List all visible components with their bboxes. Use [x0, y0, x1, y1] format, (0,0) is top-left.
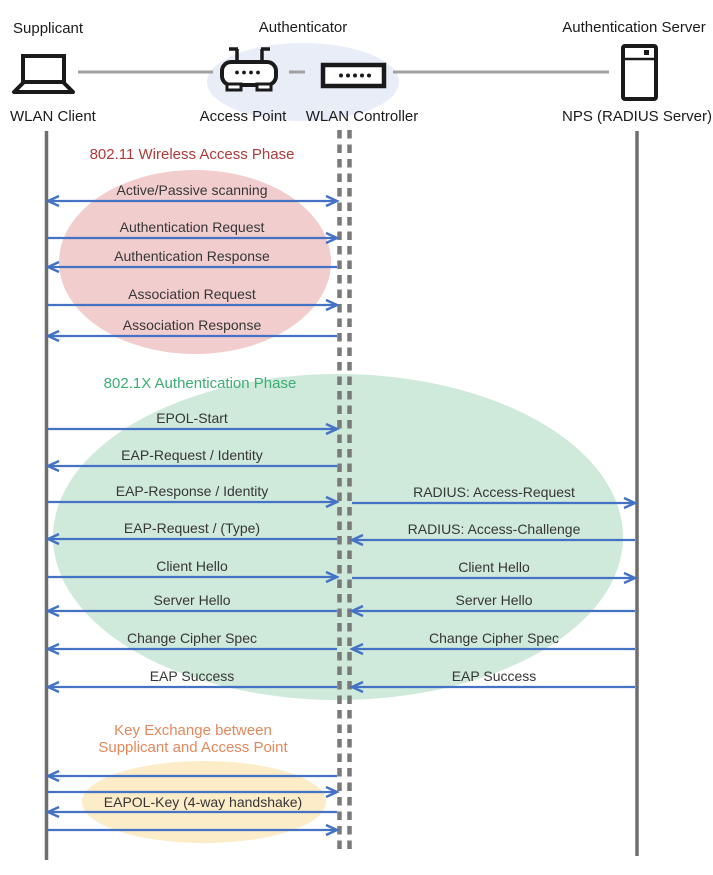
- phase3-title: Key Exchange between Supplicant and Acce…: [98, 722, 287, 756]
- server-icon: [621, 44, 658, 101]
- phase3-ellipse: [82, 761, 326, 843]
- device-access-point-label: Access Point: [199, 108, 287, 125]
- msg-association-response: Association Response: [122, 317, 262, 333]
- message-arrow: [349, 680, 635, 694]
- message-arrow: [48, 495, 340, 509]
- msg-eapol-key-handshake: EAPOL-Key (4-way handshake): [103, 794, 303, 810]
- phase3-title-line2: Supplicant and Access Point: [98, 739, 288, 756]
- role-authentication-server: Authentication Server: [562, 19, 706, 36]
- message-arrow: [45, 194, 340, 208]
- phase1-title: 802.11 Wireless Access Phase: [89, 146, 295, 163]
- message-arrow: [45, 260, 337, 274]
- device-wlan-client-label: WLAN Client: [10, 108, 96, 125]
- phase3-title-line1: Key Exchange between: [114, 722, 272, 739]
- message-arrow: [48, 231, 340, 245]
- msg-radius-access-challenge: RADIUS: Access-Challenge: [407, 521, 581, 537]
- message-arrow: [48, 785, 340, 799]
- message-arrows: [45, 194, 638, 837]
- msg-active-passive-scanning: Active/Passive scanning: [116, 182, 268, 198]
- msg-eap-success-left: EAP Success: [149, 668, 235, 684]
- msg-radius-access-request: RADIUS: Access-Request: [413, 484, 575, 500]
- message-arrow: [45, 805, 337, 819]
- message-arrow: [352, 571, 638, 585]
- msg-client-hello-left: Client Hello: [156, 558, 228, 574]
- msg-association-request: Association Request: [128, 286, 256, 302]
- msg-eap-response-identity: EAP-Response / Identity: [115, 483, 269, 499]
- msg-eap-success-right: EAP Success: [451, 668, 537, 684]
- message-arrow: [48, 422, 340, 436]
- wlan-controller-icon: [320, 62, 387, 89]
- msg-authentication-request: Authentication Request: [119, 219, 265, 235]
- msg-server-hello-left: Server Hello: [153, 592, 231, 608]
- message-arrow: [349, 533, 635, 547]
- msg-eap-request-type: EAP-Request / (Type): [123, 520, 261, 536]
- message-arrow: [45, 604, 337, 618]
- laptop-icon: [12, 54, 75, 94]
- msg-server-hello-right: Server Hello: [455, 592, 533, 608]
- access-point-icon: [220, 47, 278, 92]
- phase1-ellipse: [59, 170, 331, 354]
- msg-client-hello-right: Client Hello: [458, 559, 530, 575]
- message-arrow: [349, 604, 635, 618]
- role-authenticator: Authenticator: [258, 19, 348, 36]
- message-arrow: [48, 298, 340, 312]
- msg-authentication-response: Authentication Response: [114, 248, 270, 264]
- message-arrow: [48, 570, 340, 584]
- msg-epol-start: EPOL-Start: [156, 410, 228, 426]
- role-supplicant: Supplicant: [13, 20, 84, 37]
- device-wlan-controller-label: WLAN Controller: [305, 108, 419, 125]
- msg-change-cipher-spec-right: Change Cipher Spec: [429, 630, 559, 646]
- message-arrow: [349, 642, 635, 656]
- message-arrow: [45, 329, 337, 343]
- message-arrow: [48, 823, 340, 837]
- message-arrow: [45, 642, 337, 656]
- message-arrow: [45, 680, 337, 694]
- message-arrow: [45, 532, 337, 546]
- msg-change-cipher-spec-left: Change Cipher Spec: [127, 630, 257, 646]
- message-arrow: [45, 769, 337, 783]
- msg-eap-request-identity: EAP-Request / Identity: [121, 447, 263, 463]
- message-arrow: [352, 496, 638, 510]
- device-nps-radius-server-label: NPS (RADIUS Server): [561, 108, 713, 125]
- message-arrow: [45, 459, 337, 473]
- phase2-title: 802.1X Authentication Phase: [103, 375, 297, 392]
